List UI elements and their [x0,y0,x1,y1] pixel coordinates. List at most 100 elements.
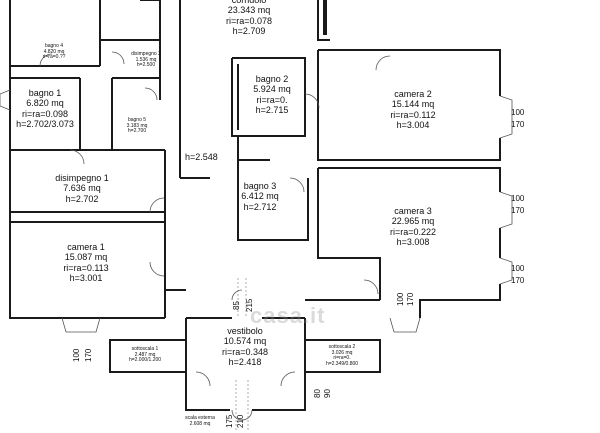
room-bagno3: bagno 3 6.412 mq h=2.712 [241,181,279,212]
room-name: camera 1 [67,242,105,252]
door-bagno3 [289,177,305,193]
room-area: 10.574 mq [223,336,267,347]
room-name: vestibolo [227,326,263,336]
room-area: 5.924 mq [253,84,291,95]
door-vestibolo-right [280,371,296,387]
dim-door-top-b: 215 [245,298,254,312]
window-right-1 [499,95,513,139]
wall-camera3 [317,167,501,318]
door-bagno5 [144,87,158,101]
walls [9,0,501,411]
room-vestibolo: vestibolo 10.574 mq ri=ra=0.348 h=2.418 [222,326,268,367]
dim-door-right-b: 90 [323,389,332,398]
wall-bagno4 [10,0,101,67]
room-area: 3.183 mq [126,122,148,129]
room-name: disimpegno 1 [55,173,109,183]
wall-corridor-right [317,0,330,41]
room-camera1: camera 1 15.087 mq ri=ra=0.113 h=3.001 [63,242,108,283]
room-name: scala esterna [185,415,215,421]
dim-right-3-bottom: 170 [511,276,525,285]
room-height: h=2.702/3.073 [16,119,74,130]
room-name: bagno 5 [127,117,147,123]
room-area: 4.820 mq [43,48,65,55]
wall-sottoscala [109,339,381,373]
wall-disimpegno2 [100,0,161,100]
room-ratio: ri=ra=0.222 [389,226,437,237]
room-area: 3.026 mq [331,349,353,356]
room-height: h=3.001 [69,273,103,284]
room-height: h=2.700 [127,128,147,134]
dim-right-1-top: 100 [511,108,525,117]
dim-right-2-bottom: 170 [511,206,525,215]
room-bagno2: bagno 2 5.924 mq ri=ra=0. h=2.715 [253,74,291,115]
window-right-2 [499,191,513,229]
room-ratio: ri=ra=0.113 [63,262,109,273]
room-disimpegno2: disimpegno 2 1.536 mq h=2.500 [131,51,161,69]
dim-right-2-top: 100 [511,194,525,203]
dim-bottom-mid-b: 170 [406,292,415,306]
wall-bagno2 [231,57,306,137]
wall-bagno3 [237,136,309,241]
room-area: 1.536 mq [135,56,157,63]
room-height: h=2.418 [228,357,262,368]
room-area: 2.608 mq [189,420,211,427]
room-corridor: corridoio 23.343 mq ri=ra=0.078 h=2.709 [226,0,272,36]
room-ratio: ri=ra=0. [256,94,288,105]
room-area: 7.636 mq [63,183,101,194]
room-area: 23.343 mq [227,5,271,16]
wall-bagno1 [10,77,165,151]
room-height: h=2.709 [232,26,266,37]
dim-door-top-a: 85 [232,301,241,310]
room-ratio: ri=ra=0. [333,355,351,361]
room-bagno1: bagno 1 6.820 mq ri=ra=0.098 h=2.702/3.0… [16,88,74,129]
room-height: h=2.500 [136,62,156,68]
dimension-lines [235,278,249,430]
room-name: camera 3 [394,206,432,216]
room-height: h=2.349/0.800 [325,360,359,367]
room-sottoscala1: sottoscala 1 2.487 mq h=2.000/1.200 [129,346,161,364]
wall-camera2 [317,49,501,161]
room-ratio: ri=ra=0.348 [221,346,269,357]
room-height: h=3.008 [396,237,430,248]
door-camera3 [363,279,379,295]
door-entrance [231,409,253,421]
dim-door-bottom-a: 175 [225,414,234,428]
room-sottoscala2: sottoscala 2 3.026 mq ri=ra=0. h=2.349/0… [325,344,359,367]
window-left-bagno1 [0,89,11,111]
room-ratio: ri=ra=0.112 [390,109,436,120]
wall-hall-bottom [165,289,380,301]
room-name: corridoio [231,0,267,5]
door-vestibolo-left [195,371,211,387]
wall-corridor [179,0,210,179]
room-ratio: ri=ra=0.?? [42,54,66,60]
door-bagno4 [39,53,53,67]
dim-door-right-a: 80 [313,389,322,398]
room-area: 15.144 mq [391,99,435,110]
room-name: sottoscala 1 [131,346,159,352]
door-bagno2 [304,93,320,109]
room-ratio: ri=ra=0.098 [21,108,69,119]
door-disimpegno1 [149,197,165,213]
wall-bagno5 [111,77,160,150]
door-hall-top [231,289,243,301]
room-ratio: ri=ra=0.078 [225,15,273,26]
room-name: bagno 4 [44,43,64,49]
room-area: 22.965 mq [391,216,435,227]
room-height: h=2.715 [255,105,289,116]
room-bagno5: bagno 5 3.183 mq h=2.700 [126,117,148,135]
door-camera1 [149,261,165,277]
room-name: camera 2 [394,89,432,99]
room-area: 6.412 mq [241,191,279,202]
dim-bottom-left-b: 170 [84,348,93,362]
room-disimpegno1: disimpegno 1 7.636 mq h=2.702 [55,173,109,204]
dim-right-1-bottom: 170 [511,120,525,129]
room-camera2: camera 2 15.144 mq ri=ra=0.112 h=3.004 [390,89,435,130]
room-name: bagno 2 [255,74,289,84]
room-camera3: camera 3 22.965 mq ri=ra=0.222 h=3.008 [390,206,436,247]
room-area: 6.820 mq [26,98,64,109]
room-name: disimpegno 2 [131,51,161,57]
room-height: h=2.702 [65,193,99,204]
room-name: bagno 3 [243,181,277,191]
room-area: 2.487 mq [134,351,156,358]
